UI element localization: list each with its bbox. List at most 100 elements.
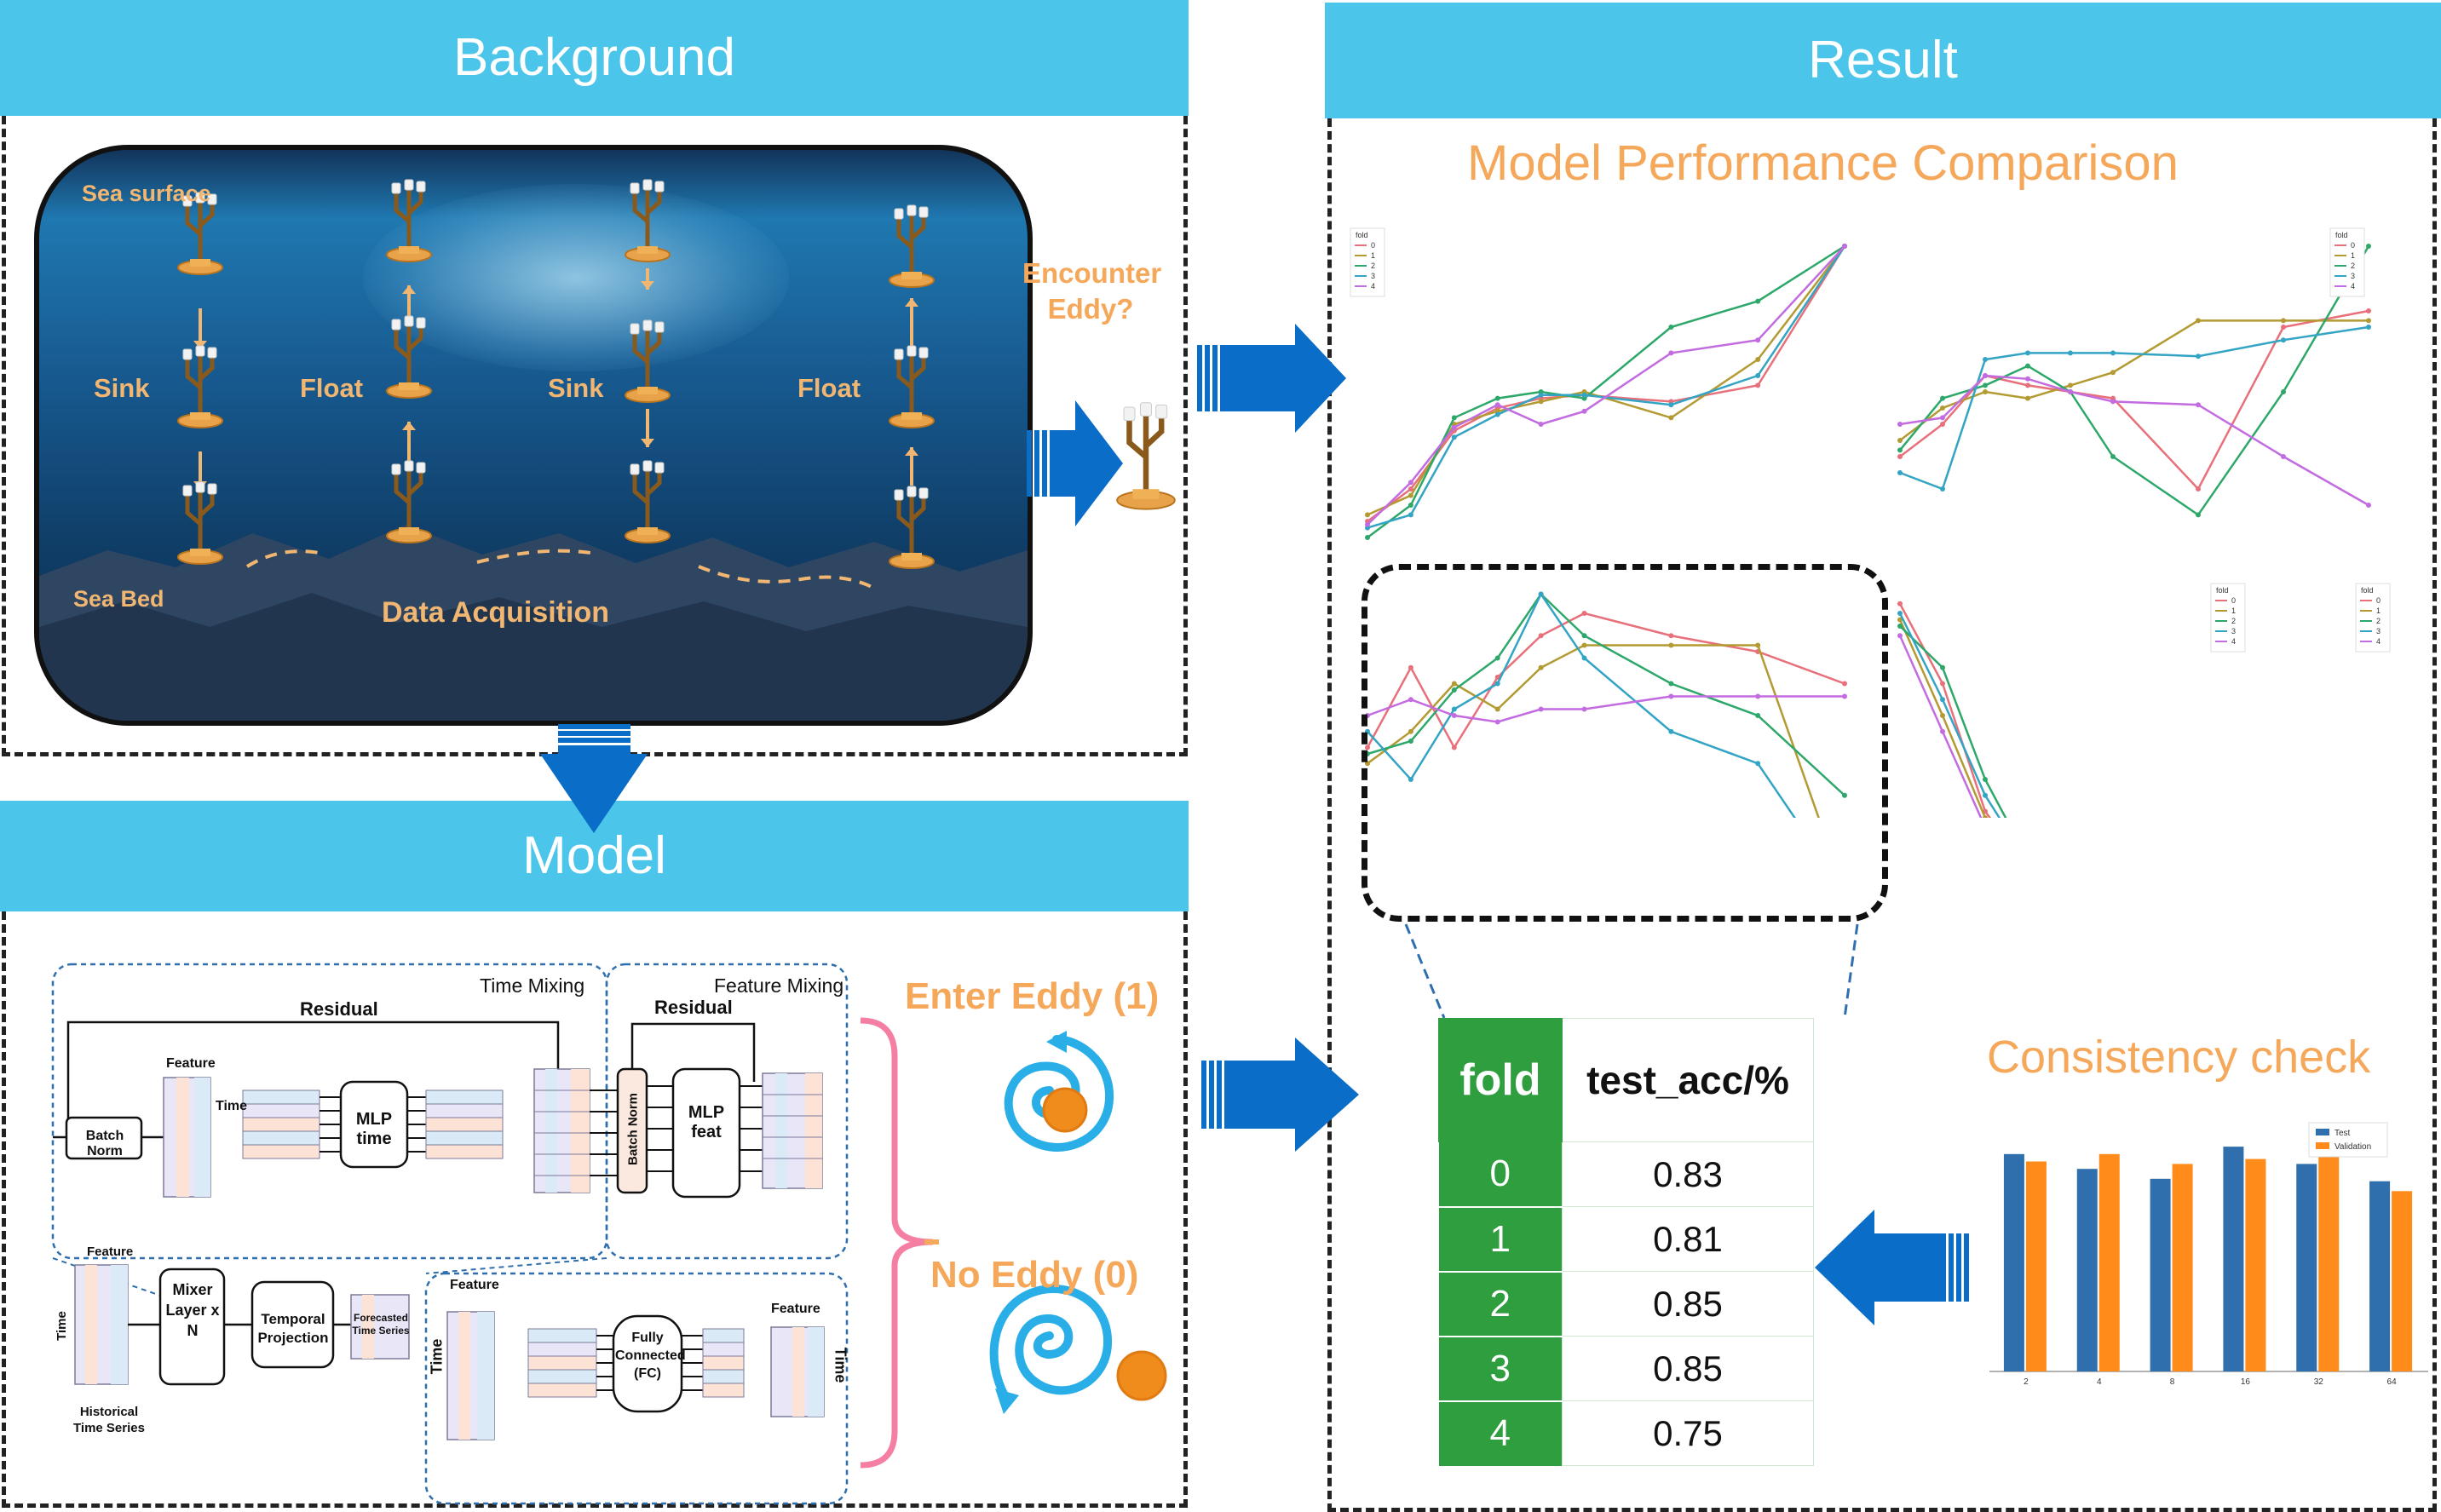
highlight-connectors xyxy=(1404,923,1859,1019)
acc-cell: 0.81 xyxy=(1562,1206,1814,1272)
legend-entry: 3 xyxy=(2231,627,2236,635)
data-point xyxy=(1408,480,1413,486)
data-point xyxy=(1842,693,1847,699)
data-point xyxy=(2025,382,2030,388)
data-point xyxy=(2281,318,2286,324)
mlp-feat-box xyxy=(671,1067,741,1199)
data-point xyxy=(2110,370,2116,376)
series-line-fold-1 xyxy=(1898,618,1987,818)
bar-test xyxy=(2369,1181,2391,1371)
bar-test xyxy=(2150,1178,2171,1371)
data-point xyxy=(1451,424,1457,430)
feature-label-3: Feature xyxy=(450,1278,499,1292)
data-point xyxy=(2196,486,2201,492)
fold-cell: 0 xyxy=(1438,1141,1563,1208)
result-title: Result xyxy=(1808,31,1958,89)
trajectory-line xyxy=(245,549,874,589)
data-point xyxy=(2281,454,2286,459)
legend-box xyxy=(2329,227,2365,297)
data-point xyxy=(1842,681,1847,687)
phase-label-4: Float xyxy=(797,373,861,403)
series-line-fold-4 xyxy=(1899,374,2369,507)
data-point xyxy=(1897,438,1903,443)
data-point xyxy=(1408,486,1413,492)
data-point xyxy=(1897,633,1903,639)
output-matrix xyxy=(770,1326,825,1417)
data-point xyxy=(2068,350,2073,356)
arrowhead xyxy=(641,281,654,290)
data-point xyxy=(1494,402,1500,408)
sea-surface-label: Sea surface xyxy=(82,181,211,206)
fully-connected-label: Fully Connected (FC) xyxy=(615,1331,686,1381)
data-acquisition-label: Data Acquisition xyxy=(382,596,609,629)
legend-entry: 0 xyxy=(1371,241,1375,250)
bar-test xyxy=(2223,1147,2244,1371)
data-point xyxy=(1408,777,1413,782)
phase-label-3: Sink xyxy=(548,373,604,403)
data-point xyxy=(2110,399,2116,405)
data-point xyxy=(2366,318,2371,324)
data-point xyxy=(1538,399,1544,405)
fold-cell: 4 xyxy=(1438,1400,1563,1466)
fc-frame xyxy=(424,1272,849,1505)
data-point xyxy=(1755,693,1761,699)
data-point xyxy=(1755,382,1761,388)
bar-test xyxy=(2003,1153,2024,1371)
float-icon xyxy=(889,486,935,569)
feature-label-4: Feature xyxy=(771,1302,820,1316)
float-icon xyxy=(177,192,223,275)
arrowhead xyxy=(193,341,207,349)
data-point xyxy=(1897,617,1903,623)
legend-entry: 1 xyxy=(1371,251,1375,260)
legend-box xyxy=(2308,1122,2388,1158)
legend-entry: 2 xyxy=(2231,617,2236,625)
data-point xyxy=(1451,713,1457,718)
legend-entry: 0 xyxy=(2376,596,2381,605)
data-point xyxy=(1668,642,1674,648)
legend-entry: 1 xyxy=(2351,251,2355,260)
data-point xyxy=(1755,642,1761,648)
legend-entry: 1 xyxy=(2376,607,2381,615)
fc-rows-out xyxy=(702,1328,745,1398)
data-point xyxy=(1494,681,1500,687)
float-icon xyxy=(889,345,935,428)
bar-validation xyxy=(2172,1164,2193,1371)
data-point xyxy=(1940,422,1945,427)
residual-label-2: Residual xyxy=(654,997,733,1018)
time-label-2: Time xyxy=(54,1311,69,1341)
data-point xyxy=(2196,354,2201,359)
forecasted-label: Forecasted Time Series xyxy=(352,1312,410,1337)
x-tick-label: 8 xyxy=(2170,1377,2175,1387)
residual-line-1 xyxy=(66,1020,560,1137)
x-tick-label: 2 xyxy=(2024,1377,2029,1387)
data-point xyxy=(1581,642,1587,648)
legend-entry: 4 xyxy=(2231,637,2236,646)
acc-cell: 0.85 xyxy=(1562,1336,1814,1401)
data-point xyxy=(2025,363,2030,369)
data-point xyxy=(1538,633,1544,639)
legend-entry: 3 xyxy=(2376,627,2381,635)
acc-cell: 0.85 xyxy=(1562,1271,1814,1337)
comparison-title: Model Performance Comparison xyxy=(1467,135,2179,191)
data-point xyxy=(1755,761,1761,767)
data-point xyxy=(2366,308,2371,313)
data-point xyxy=(1494,719,1500,725)
data-point xyxy=(1940,395,1945,401)
float-icon xyxy=(386,460,432,543)
data-point xyxy=(1668,681,1674,687)
mixer-layer-label: Mixer Layer x N xyxy=(165,1281,220,1339)
feature-mixing-frame xyxy=(605,963,849,1260)
bar-test xyxy=(2076,1169,2098,1371)
arrowhead xyxy=(641,439,654,447)
float-icon xyxy=(625,460,671,543)
data-point xyxy=(1408,664,1413,670)
data-point xyxy=(1842,244,1847,249)
mlp-time-label: MLP time xyxy=(355,1110,393,1148)
data-point xyxy=(1451,745,1457,750)
data-point xyxy=(1842,792,1847,798)
data-point xyxy=(1940,713,1945,718)
data-point xyxy=(1494,655,1500,661)
